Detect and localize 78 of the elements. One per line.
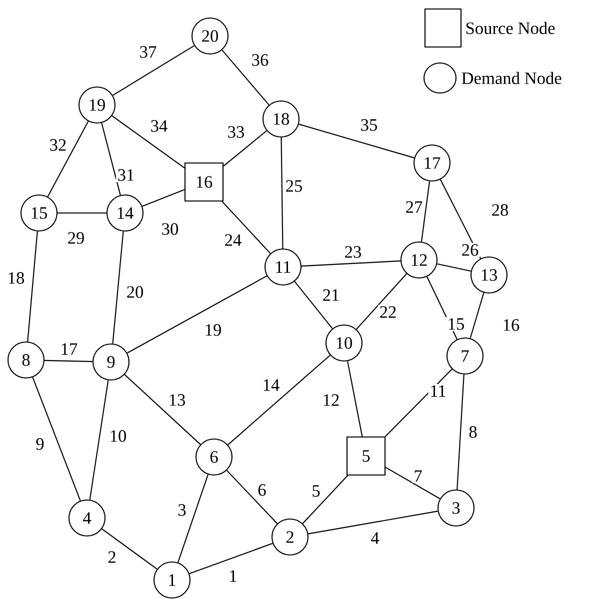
network-link [222,201,271,254]
network-link [280,138,284,248]
network-link [178,474,209,563]
source-node-square: 5 [346,436,386,476]
network-link [228,354,330,446]
network-link [32,377,81,501]
network-link [420,181,430,242]
network-link [142,189,185,207]
network-link [440,179,482,259]
network-link [27,231,38,342]
edge-label: 21 [321,288,341,302]
edge-label: 8 [467,424,479,440]
edge-label: 15 [446,316,466,332]
edge-label: 27 [404,200,424,214]
network-link [112,231,124,344]
network-link [384,368,452,437]
network-link [437,263,471,272]
network-link [124,374,201,445]
edge-label: 6 [256,482,268,498]
edge-label: 32 [48,138,68,152]
network-link [47,121,89,197]
edge-label: 1 [227,568,239,584]
edge-label: 18 [6,270,26,286]
network-link [302,475,348,524]
edge-label: 19 [203,322,223,338]
network-link [294,281,333,329]
edge-label: 11 [428,384,448,398]
network-link [89,380,109,500]
edge-label: 25 [284,178,304,194]
edge-label: 5 [310,484,322,498]
edge-label: 22 [378,304,398,320]
network-link [356,273,407,330]
edge-label: 26 [460,242,480,258]
edge-label: 36 [250,52,270,68]
network-link [347,361,363,437]
network-link [189,542,273,574]
edge-label: 34 [149,118,169,134]
edge-label: 29 [66,230,86,246]
source-node-square: 16 [184,162,224,202]
network-link [456,374,464,490]
edge-label: 37 [138,44,158,60]
edge-label: 12 [321,392,341,408]
network-link [298,124,414,158]
network-link [308,510,438,534]
network-link [102,528,158,570]
edge-label: 16 [501,318,521,332]
edge-label: 7 [412,469,424,484]
edge-label: 20 [125,284,145,300]
network-link [101,122,121,196]
network-link [226,470,278,524]
legend-label: Demand Node [462,72,562,84]
edge-label: 3 [176,502,188,518]
edge-label: 10 [108,428,128,444]
network-link [470,292,484,338]
legend-label: Source Node [466,22,555,34]
network-link [223,130,267,166]
edge-label: 30 [160,222,180,236]
network-link [112,45,194,96]
network-link [44,360,92,362]
edge-label: 9 [34,436,46,452]
edge-label: 4 [369,530,381,546]
edge-label: 24 [223,232,243,248]
edge-label: 23 [343,244,363,260]
edge-label: 17 [59,342,79,356]
network-link [112,115,185,168]
network-link [385,466,440,500]
edge-label: 2 [106,550,118,564]
edge-label: 14 [261,378,281,392]
network-link [126,276,268,354]
network-link [426,276,458,340]
network-link [222,50,270,106]
edge-label: 31 [116,168,136,182]
network-link [58,212,106,214]
edge-label: 35 [359,118,379,132]
edge-label: 28 [490,202,510,218]
edge-label: 33 [226,124,246,140]
network-link [301,260,401,267]
edge-label: 13 [167,392,187,408]
